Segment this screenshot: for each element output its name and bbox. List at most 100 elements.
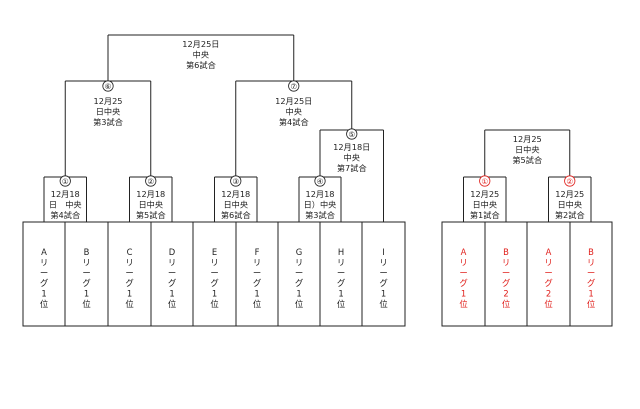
match-1-line-1: 12月18	[51, 189, 80, 199]
team-2-char: グ	[502, 278, 511, 288]
team-6-char: リ	[253, 257, 261, 267]
team-1-char: グ	[40, 278, 49, 288]
team-3-char: C	[127, 247, 133, 257]
match-r2-line-2: 日中央	[557, 200, 582, 210]
final-match-line-2: 中央	[193, 50, 209, 60]
team-4-char: リ	[587, 257, 595, 267]
match-7-number: ⑦	[290, 82, 297, 91]
team-2-char: グ	[82, 278, 91, 288]
team-5-char: リ	[210, 257, 218, 267]
match-1-number: ①	[62, 177, 69, 186]
match-2-line-1: 12月18	[136, 189, 165, 199]
team-3-char: 2	[546, 289, 551, 299]
team-3-char: 位	[125, 299, 133, 309]
final-match-r-line-2: 日中央	[515, 145, 540, 155]
team-box-group	[22, 221, 406, 327]
match-2-line-2: 日中央	[138, 200, 163, 210]
match-r2-line-1: 12月25	[555, 189, 584, 199]
team-3-char: グ	[125, 278, 134, 288]
final-match-line-3: 第6試合	[186, 60, 216, 70]
match-r2-line-3: 第2試合	[555, 210, 585, 220]
team-1-char: 1	[461, 289, 466, 299]
team-4-char: 1	[588, 289, 593, 299]
match-r1-number: ①	[481, 177, 488, 186]
team-8-char: 1	[338, 289, 343, 299]
team-5-char: ー	[210, 268, 218, 278]
match-5-number-circle	[346, 128, 358, 140]
match-5-line-3: 第7試合	[337, 163, 367, 173]
team-7-char: 位	[295, 299, 303, 309]
team-5-char: 位	[210, 299, 218, 309]
match-6-number: ⑥	[105, 82, 112, 91]
team-2-char: B	[84, 247, 90, 257]
team-1-char: A	[461, 247, 467, 257]
final-match-line-1: 12月25日	[182, 39, 219, 49]
match-4-line-1: 12月18	[305, 189, 334, 199]
team-2-char: B	[503, 247, 509, 257]
team-2-char: 位	[502, 299, 510, 309]
team-4-char: B	[588, 247, 594, 257]
team-4-char: D	[169, 247, 175, 257]
team-3-char: ー	[125, 268, 133, 278]
team-1-char: グ	[459, 278, 468, 288]
team-1-char: ー	[459, 268, 467, 278]
team-9-char: グ	[379, 278, 388, 288]
match-7-line-1: 12月25日	[275, 96, 312, 106]
team-4-char: ー	[168, 268, 176, 278]
match-r1-line-2: 日中央	[472, 200, 497, 210]
team-2-char: ー	[82, 268, 90, 278]
team-1-char: ー	[40, 268, 48, 278]
team-1-char: A	[41, 247, 47, 257]
team-5-char: 1	[212, 289, 217, 299]
team-9-char: ー	[379, 268, 387, 278]
match-5-line-2: 中央	[344, 153, 360, 163]
match-3-line-1: 12月18	[221, 189, 250, 199]
match-2-number-circle	[145, 175, 157, 187]
team-4-char: グ	[168, 278, 177, 288]
match-7-number-circle	[288, 80, 300, 92]
team-2-char: 位	[82, 299, 90, 309]
team-4-char: ー	[587, 268, 595, 278]
team-2-char: 1	[84, 289, 89, 299]
match-7-line-2: 中央	[286, 107, 302, 117]
team-6-char: 1	[254, 289, 259, 299]
match-3-line-2: 日中央	[223, 200, 248, 210]
team-4-char: 位	[168, 299, 176, 309]
team-6-char: グ	[253, 278, 262, 288]
team-2-char: 2	[503, 289, 508, 299]
match-5-number: ⑤	[348, 130, 355, 139]
team-6-char: ー	[253, 268, 261, 278]
team-5-char: E	[212, 247, 217, 257]
team-3-char: グ	[544, 278, 553, 288]
match-3-number: ③	[232, 177, 239, 186]
match-2-number: ②	[147, 177, 154, 186]
team-1-char: 位	[40, 299, 48, 309]
match-4-number: ④	[317, 177, 324, 186]
match-6-line-2: 日中央	[96, 107, 121, 117]
team-3-char: A	[546, 247, 552, 257]
team-2-char: ー	[502, 268, 510, 278]
team-9-char: 位	[379, 299, 387, 309]
match-2-line-3: 第5試合	[136, 210, 166, 220]
match-r2-number-circle	[564, 175, 576, 187]
match-7-line-3: 第4試合	[279, 117, 309, 127]
team-9-char: リ	[379, 257, 387, 267]
match-3-line-3: 第6試合	[221, 210, 251, 220]
team-3-char: ー	[544, 268, 552, 278]
team-2-char: リ	[82, 257, 90, 267]
team-3-char: 1	[127, 289, 132, 299]
team-1-char: 1	[41, 289, 46, 299]
team-6-char: F	[255, 247, 260, 257]
match-6-line-1: 12月25	[93, 96, 122, 106]
match-4-line-3: 第3試合	[305, 210, 335, 220]
team-7-char: G	[296, 247, 303, 257]
team-8-char: H	[338, 247, 344, 257]
final-match-r-line-1: 12月25	[513, 134, 542, 144]
team-6-char: 位	[253, 299, 261, 309]
team-7-char: 1	[296, 289, 301, 299]
match-5-line-1: 12月18日	[333, 142, 370, 152]
match-r1-line-1: 12月25	[470, 189, 499, 199]
match-1-line-2: 日 中央	[49, 200, 82, 210]
match-r1-line-3: 第1試合	[470, 210, 500, 220]
match-r2-number: ②	[566, 177, 573, 186]
